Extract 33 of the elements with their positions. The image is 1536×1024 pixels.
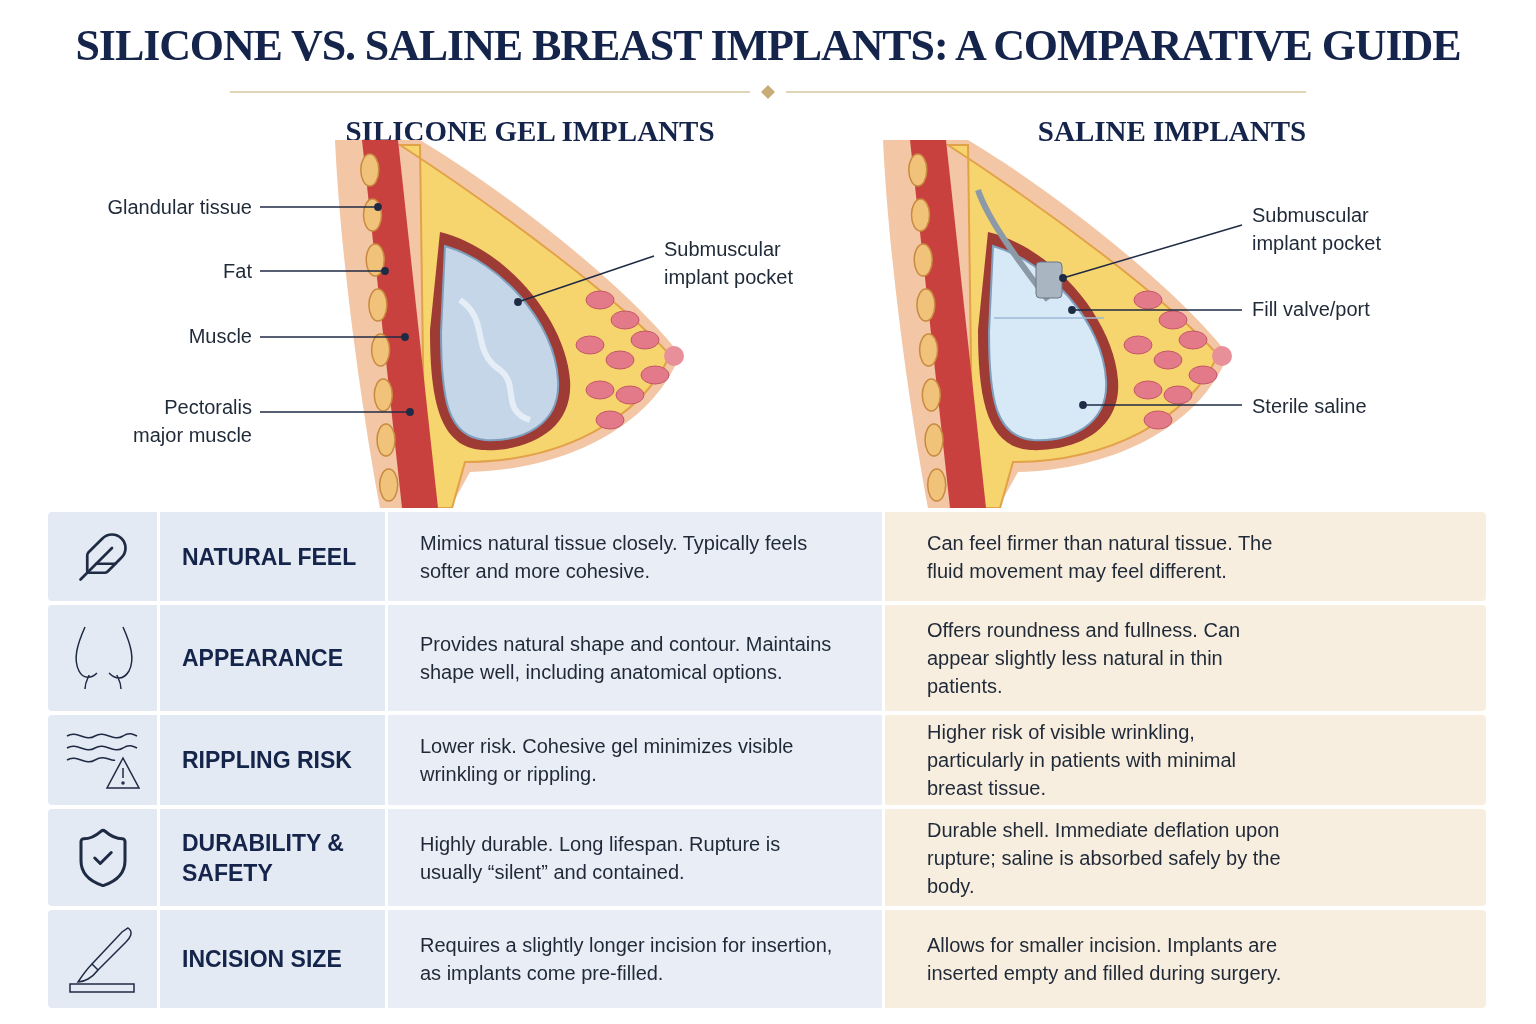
row-heading: APPEARANCE (182, 644, 344, 673)
leader-line (1068, 306, 1243, 314)
leader-line (1059, 224, 1243, 282)
leader-line (259, 203, 382, 211)
table-cell-text: Lower risk. Cohesive gel minimizes visible wrinkling or rippling. (420, 734, 795, 787)
title: SILICONE VS. SALINE BREAST IMPLANTS: A COMPARATIVE GUIDE (74, 20, 1462, 72)
table-cell-text: Offers roundness and fullness. Can appear slightly less natural in thin patients. (927, 618, 1242, 699)
table-cell-text: Mimics natural tissue closely. Typically feels softer and more cohesive. (420, 530, 809, 584)
table-cell-text: Allows for smaller incision. Implants are inserted empty and filled during surgery. (927, 933, 1283, 986)
part-label: Glandular tissue (60, 193, 252, 221)
part-label: Sterile saline (1252, 392, 1422, 420)
table-cell-text: Durable shell. Immediate deflation upon rupture; saline is absorbed safely by the body. (927, 817, 1282, 899)
table-cell-text: Can feel firmer than natural tissue. The fluid movement may feel different. (927, 530, 1274, 584)
table-cell-text: Requires a slightly longer incision for insertion, as implants come pre-filled. (420, 933, 834, 986)
row-heading: DURABILITY & SAFETY (182, 828, 345, 888)
leader-line (514, 255, 655, 306)
part-label: Fat (60, 257, 252, 285)
leader-line (259, 408, 414, 416)
leader-line (259, 333, 409, 341)
row-heading: INCISION SIZE (182, 945, 342, 974)
panel-heading: SALINE IMPLANTS (1036, 114, 1308, 149)
part-label: Pectoralis major muscle (112, 393, 252, 449)
row-heading: RIPPLING RISK (182, 746, 352, 775)
part-label: Fill valve/port (1252, 295, 1422, 323)
row-heading: NATURAL FEEL (182, 542, 357, 572)
part-label: Submuscular implant pocket (664, 235, 814, 291)
part-label: Submuscular implant pocket (1252, 201, 1402, 257)
table-cell-text: Provides natural shape and contour. Maintains shape well, including anatomical options. (420, 632, 833, 685)
part-label: Muscle (60, 322, 252, 350)
leader-line (259, 267, 389, 275)
table-cell-text: Higher risk of visible wrinkling, particularly in patients with minimal breast tissue. (927, 720, 1237, 801)
leader-line (1079, 401, 1243, 409)
table-cell-text: Highly durable. Long lifespan. Rupture is usually “silent” and contained. (420, 831, 782, 885)
